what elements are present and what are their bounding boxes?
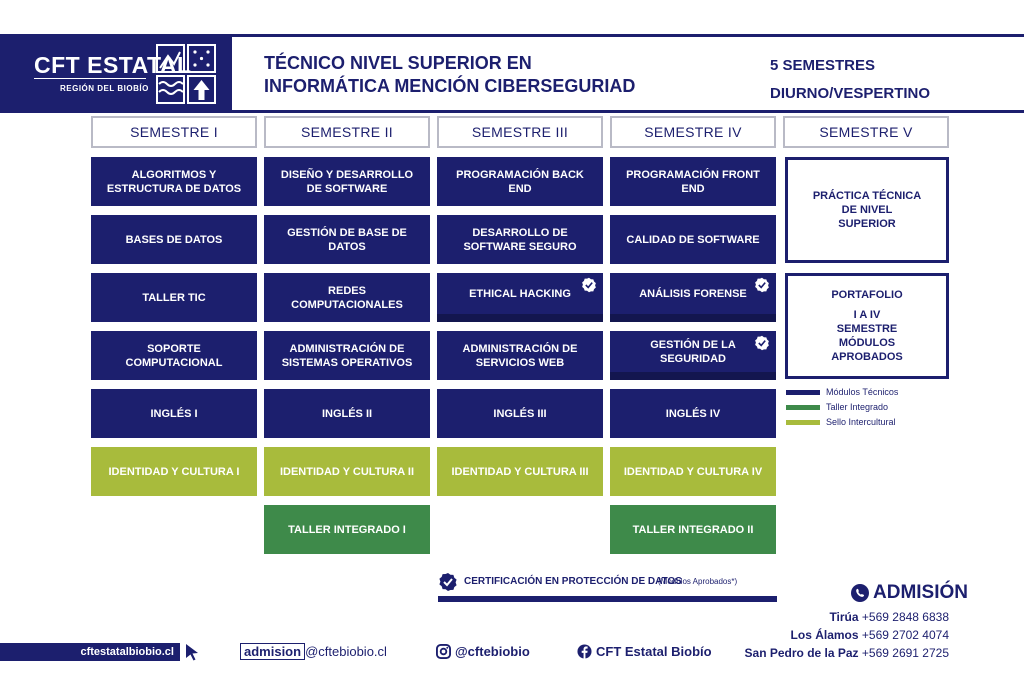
legend-item: Módulos Técnicos [786,386,898,398]
course-cell: REDES COMPUTACIONALES [264,273,430,322]
program-title: TÉCNICO NIVEL SUPERIOR EN INFORMÁTICA ME… [264,52,635,98]
course-cell: SOPORTE COMPUTACIONAL [91,331,257,380]
phone-number[interactable]: +569 2691 2725 [861,646,949,660]
certification-bar [438,596,777,602]
program-title-line1: TÉCNICO NIVEL SUPERIOR EN [264,53,532,73]
portafolio-box: PORTAFOLIO I A IV SEMESTRE MÓDULOS APROB… [785,273,949,379]
legend-swatch [786,404,820,410]
course-cell: DESARROLLO DE SOFTWARE SEGURO [437,215,603,264]
legend-label: Sello Intercultural [826,417,896,427]
course-cell: ANÁLISIS FORENSE [610,273,776,322]
phone-row: Tirúa +569 2848 6838 [829,610,949,624]
course-label: ETHICAL HACKING [469,287,571,300]
course-cell: TALLER TIC [91,273,257,322]
course-cell: IDENTIDAD Y CULTURA III [437,447,603,496]
phone-city: San Pedro de la Paz [744,646,859,660]
course-cell: TALLER INTEGRADO I [264,505,430,554]
program-duration-block: 5 SEMESTRES DIURNO/VESPERTINO [770,52,930,108]
certification-note: (Modulos Aprobados*) [658,577,738,586]
legend-item: Taller Integrado [786,401,888,413]
course-cell: PROGRAMACIÓN FRONT END [610,157,776,206]
email-link[interactable]: admision@cftebiobio.cl [240,643,387,660]
legend-swatch [786,389,820,395]
course-cell: IDENTIDAD Y CULTURA I [91,447,257,496]
course-cell: IDENTIDAD Y CULTURA II [264,447,430,496]
logo-divider [34,78,146,79]
email-domain: @cftebiobio.cl [305,644,387,659]
phone-city: Tirúa [829,610,859,624]
logo-name: CFT ESTATAL [34,52,192,78]
certified-badge-icon [755,335,769,351]
portafolio-subtitle: I A IV SEMESTRE MÓDULOS APROBADOS [831,309,903,363]
portafolio-title: PORTAFOLIO [831,289,903,301]
instagram-handle: @cftebiobio [455,644,530,659]
course-cell: GESTIÓN DE LA SEGURIDAD [610,331,776,380]
semester-1-header: SEMESTRE I [91,116,257,148]
course-cell: ADMINISTRACIÓN DE SERVICIOS WEB [437,331,603,380]
course-cell: IDENTIDAD Y CULTURA IV [610,447,776,496]
legend-label: Taller Integrado [826,402,889,412]
course-label: GESTIÓN DE LA SEGURIDAD [650,338,736,365]
phone-row: San Pedro de la Paz +569 2691 2725 [745,646,949,660]
certified-badge-icon [439,573,457,591]
course-cell: PROGRAMACIÓN BACK END [437,157,603,206]
program-schedule: DIURNO/VESPERTINO [770,85,931,102]
course-cell: INGLÉS IV [610,389,776,438]
phone-row: Los Álamos +569 2702 4074 [791,628,949,642]
course-cell: INGLÉS I [91,389,257,438]
course-cell: ADMINISTRACIÓN DE SISTEMAS OPERATIVOS [264,331,430,380]
logo-panel [0,34,232,113]
phone-number[interactable]: +569 2702 4074 [861,628,949,642]
facebook-icon [577,644,592,659]
header-top-rule [0,34,1024,37]
certified-badge-icon [755,277,769,293]
email-user: admision [240,643,306,660]
certification-banner: CERTIFICACIÓN EN PROTECCIÓN DE DATOS (Mo… [438,572,777,604]
course-label: ANÁLISIS FORENSE [639,287,747,300]
whatsapp-icon [851,584,869,602]
program-title-line2: INFORMÁTICA MENCIÓN CIBERSEGURIAD [264,76,636,96]
facebook-link[interactable]: CFT Estatal Biobío [577,644,712,659]
course-cell: ALGORITMOS Y ESTRUCTURA DE DATOS [91,157,257,206]
course-cell: CALIDAD DE SOFTWARE [610,215,776,264]
semester-3-header: SEMESTRE III [437,116,603,148]
admission-heading: ADMISIÓN [850,582,968,604]
facebook-page: CFT Estatal Biobío [596,644,712,659]
phone-number[interactable]: +569 2848 6838 [861,610,949,624]
header-bottom-rule [0,110,1024,113]
phone-city: Los Álamos [790,628,859,642]
cursor-icon [186,644,198,661]
course-cell: GESTIÓN DE BASE DE DATOS [264,215,430,264]
certification-title: CERTIFICACIÓN EN PROTECCIÓN DE DATOS [464,576,682,587]
website-link[interactable]: cftestatalbiobio.cl [0,643,180,661]
semester-5-header: SEMESTRE V [783,116,949,148]
course-cell: INGLÉS II [264,389,430,438]
course-cell: DISEÑO Y DESARROLLO DE SOFTWARE [264,157,430,206]
course-cell: BASES DE DATOS [91,215,257,264]
course-cell: ETHICAL HACKING [437,273,603,322]
course-cell: TALLER INTEGRADO II [610,505,776,554]
practica-label: PRÁCTICA TÉCNICA DE NIVEL SUPERIOR [812,190,922,230]
course-cell: INGLÉS III [437,389,603,438]
legend-swatch [786,419,820,425]
semester-4-header: SEMESTRE IV [610,116,776,148]
program-duration: 5 SEMESTRES [770,57,876,74]
certified-badge-icon [582,277,596,293]
semester-2-header: SEMESTRE II [264,116,430,148]
practica-box: PRÁCTICA TÉCNICA DE NIVEL SUPERIOR [785,157,949,263]
instagram-icon [436,644,451,659]
admission-title: ADMISIÓN [873,582,968,603]
instagram-link[interactable]: @cftebiobio [436,644,530,659]
legend-item: Sello Intercultural [786,416,896,428]
logo-emblem-icon [156,44,216,104]
legend-label: Módulos Técnicos [826,387,899,397]
logo-region: REGIÓN DEL BIOBÍO [60,84,149,93]
